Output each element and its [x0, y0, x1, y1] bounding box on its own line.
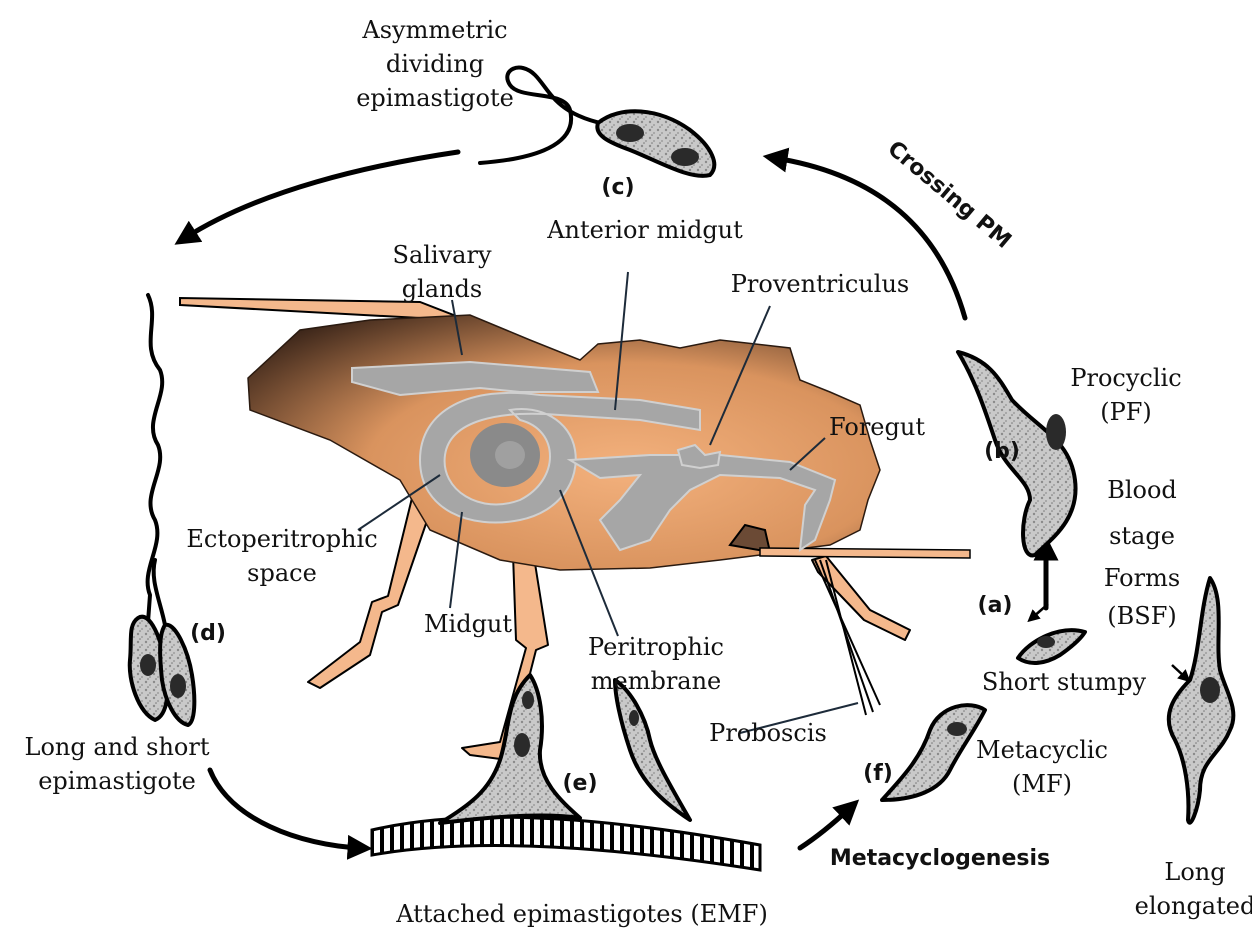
label-peritrophic-1: Peritrophic: [588, 633, 724, 661]
label-crossing-pm: Crossing PM: [883, 136, 1016, 253]
arrow-to-long-epi: [185, 152, 458, 238]
label-stage-f: (f): [863, 761, 893, 786]
cell-metacyclic: [882, 705, 985, 800]
label-blood-3: Forms: [1104, 564, 1180, 592]
label-blood-1: Blood: [1107, 476, 1177, 504]
label-long-short-2: epimastigote: [38, 767, 196, 795]
cell-short-stumpy: [1018, 630, 1085, 663]
label-stage-a: (a): [978, 593, 1013, 618]
label-stage-e: (e): [562, 771, 597, 796]
label-asymmetric-3: epimastigote: [356, 84, 514, 112]
label-asymmetric-1: Asymmetric: [361, 16, 507, 44]
label-blood-4: (BSF): [1107, 602, 1176, 630]
label-metacyclic-1: Metacyclic: [976, 736, 1108, 764]
arrow-bsf-a: [1032, 604, 1048, 618]
epithelium: [372, 817, 760, 870]
arrow-to-attached: [210, 770, 360, 848]
cell-asymmetric-dividing: [480, 68, 714, 176]
label-ectoperitrophic-2: space: [247, 559, 317, 587]
label-long-elongated-2: elongated: [1135, 892, 1252, 920]
label-salivary-2: glands: [402, 275, 482, 303]
label-foregut: Foregut: [829, 413, 925, 441]
label-stage-b: (b): [984, 439, 1020, 464]
label-metacyclogenesis: Metacyclogenesis: [830, 846, 1050, 871]
arrow-metacyclogenesis: [800, 808, 850, 848]
label-proventriculus: Proventriculus: [731, 270, 909, 298]
label-ectoperitrophic-1: Ectoperitrophic: [186, 525, 377, 553]
label-long-short-1: Long and short: [25, 733, 210, 761]
cell-long-short-epimastigote: [130, 295, 195, 725]
label-proboscis: Proboscis: [709, 719, 827, 747]
label-asymmetric-2: dividing: [386, 50, 484, 78]
label-stage-d: (d): [190, 621, 226, 646]
fly-proboscis-bar: [760, 548, 970, 558]
label-procyclic-2: (PF): [1100, 398, 1152, 426]
label-stage-c: (c): [601, 175, 634, 200]
label-salivary-1: Salivary: [393, 241, 492, 269]
label-long-elongated-1: Long: [1164, 858, 1225, 886]
label-blood-2: stage: [1109, 522, 1175, 550]
label-anterior-midgut: Anterior midgut: [546, 216, 743, 244]
arrow-bsf-b: [1172, 665, 1186, 678]
label-peritrophic-2: membrane: [591, 667, 722, 695]
fly-leg-3: [812, 556, 910, 640]
label-metacyclic-2: (MF): [1012, 770, 1072, 798]
label-short-stumpy: Short stumpy: [982, 668, 1147, 696]
cell-long-elongated: [1169, 578, 1234, 823]
label-midgut: Midgut: [424, 610, 512, 638]
label-procyclic-1: Procyclic: [1070, 364, 1181, 392]
label-attached: Attached epimastigotes (EMF): [395, 900, 768, 928]
